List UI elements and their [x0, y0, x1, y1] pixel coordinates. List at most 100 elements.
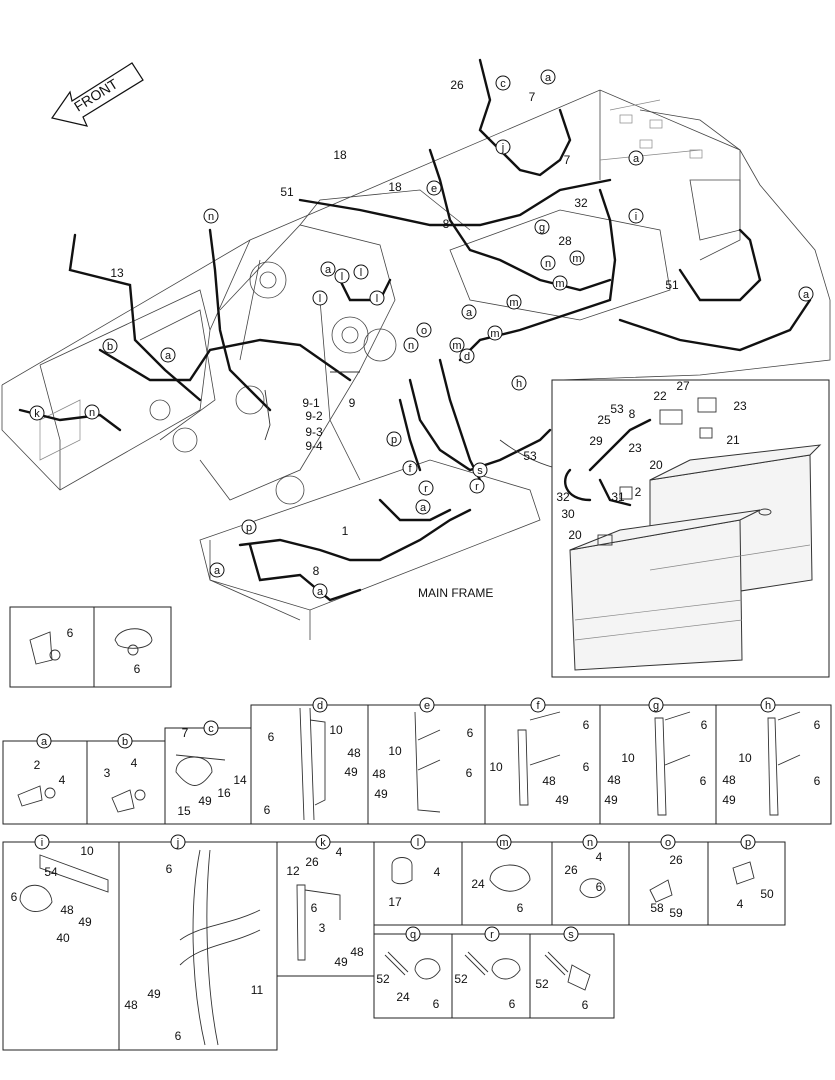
- callout-m: m: [490, 328, 499, 340]
- detail-b-header-circle: [117, 733, 133, 749]
- detail-i-part-6: 6: [11, 890, 18, 904]
- callout-18: 18: [388, 180, 402, 194]
- callout-m: m: [572, 253, 581, 265]
- detail-k-part-12: 12: [286, 864, 300, 878]
- detail-s-part-52: 52: [535, 977, 549, 991]
- detail-g-part-49: 49: [604, 793, 618, 807]
- detail-h-part-10: 10: [738, 751, 752, 765]
- detail-g-part-6: 6: [701, 718, 708, 732]
- detail-g-part-6: 6: [700, 774, 707, 788]
- detail-k-part-26: 26: [305, 855, 319, 869]
- detail-i-part-10: 10: [80, 844, 94, 858]
- callout-n-circle: [403, 337, 419, 353]
- detail-c-part-14: 14: [233, 773, 247, 787]
- detail-j-part-48: 48: [124, 998, 138, 1012]
- main-frame-label: MAIN FRAME: [418, 586, 493, 600]
- callout-l-circle: [334, 268, 350, 284]
- callout-13: 13: [110, 266, 124, 280]
- detail-s-part-6: 6: [582, 998, 589, 1012]
- battery-inset: [551, 379, 830, 678]
- detail-q-part-52: 52: [376, 972, 390, 986]
- callout-a: a: [466, 307, 473, 319]
- detail-a-part-2: 2: [34, 758, 41, 772]
- callout-p-circle: [241, 519, 257, 535]
- detail-h-header: h: [765, 700, 771, 712]
- detail-g-part-48: 48: [607, 773, 621, 787]
- detail-k-header: k: [320, 837, 326, 849]
- callout-j: j: [501, 142, 504, 154]
- callout-r: r: [424, 483, 428, 495]
- callout-p: p: [391, 434, 397, 446]
- callout-a: a: [325, 264, 332, 276]
- callout-n-circle: [540, 255, 556, 271]
- callout-m: m: [509, 297, 518, 309]
- callout-53: 53: [523, 449, 537, 463]
- callout-a-circle: [312, 583, 328, 599]
- detail-l-header: l: [417, 837, 419, 849]
- detail-n-part-6: 6: [596, 880, 603, 894]
- detail-p-part-50: 50: [760, 887, 774, 901]
- callout-9-4: 9-4: [305, 439, 323, 453]
- detail-n-header: n: [587, 837, 593, 849]
- detail-f-part-48: 48: [542, 774, 556, 788]
- detail-d-part-10: 10: [329, 723, 343, 737]
- detail-d-header: d: [317, 700, 323, 712]
- callout-n: n: [408, 340, 414, 352]
- callout-n: n: [89, 407, 95, 419]
- detail-g-header-circle: [648, 697, 664, 713]
- callout-7: 7: [564, 153, 571, 167]
- detail-c-header: c: [208, 723, 214, 735]
- callout-j-circle: [495, 139, 511, 155]
- callout-m-circle: [449, 337, 465, 353]
- detail-r-header-circle: [484, 926, 500, 942]
- callout-l: l: [341, 271, 343, 283]
- callout-n: n: [208, 211, 214, 223]
- detail-c-header-circle: [203, 720, 219, 736]
- detail-i-part-49: 49: [78, 915, 92, 929]
- detail-s-header-circle: [563, 926, 579, 942]
- detail-e-part-6: 6: [467, 726, 474, 740]
- callout-n-circle: [84, 404, 100, 420]
- callout-h: h: [516, 378, 522, 390]
- detail-e-part-49: 49: [374, 787, 388, 801]
- detail-i-part-40: 40: [56, 931, 70, 945]
- inset-callout-8: 8: [629, 407, 636, 421]
- detail-p-header-circle: [740, 834, 756, 850]
- detail-f-header-circle: [530, 697, 546, 713]
- callout-a-circle: [461, 304, 477, 320]
- callout-r-circle: [469, 478, 485, 494]
- callout-a-circle: [209, 562, 225, 578]
- callout-18: 18: [333, 148, 347, 162]
- detail-j-part-49: 49: [147, 987, 161, 1001]
- inset-callout-25: 25: [597, 413, 611, 427]
- callout-m-circle: [487, 325, 503, 341]
- detail-m-part-6: 6: [517, 901, 524, 915]
- detail-e-part-10: 10: [388, 744, 402, 758]
- detail-h-part-48: 48: [722, 773, 736, 787]
- inset-callout-53: 53: [610, 402, 624, 416]
- callout-a: a: [633, 153, 640, 165]
- detail-a-header: a: [41, 736, 48, 748]
- callout-p: p: [246, 522, 252, 534]
- callout-a-circle: [415, 499, 431, 515]
- callout-s-circle: [472, 462, 488, 478]
- detail-k-part-6: 6: [311, 901, 318, 915]
- callout-7: 7: [529, 90, 536, 104]
- detail-f-part-6: 6: [583, 760, 590, 774]
- callout-e: e: [431, 183, 437, 195]
- callout-p-circle: [386, 431, 402, 447]
- callout-d: d: [464, 351, 470, 363]
- front-arrow: FRONT: [51, 62, 144, 127]
- callout-l: l: [376, 293, 378, 305]
- detail-l-part-17: 17: [388, 895, 402, 909]
- callout-f: f: [408, 463, 412, 475]
- callout-g-circle: [534, 219, 550, 235]
- callout-l: l: [360, 267, 362, 279]
- callout-8: 8: [313, 564, 320, 578]
- callout-9: 9: [349, 396, 356, 410]
- callout-m-circle: [569, 250, 585, 266]
- callout-a-circle: [160, 347, 176, 363]
- callout-9-1: 9-1: [302, 396, 320, 410]
- detail-l-part-4: 4: [434, 865, 441, 879]
- detail-b-part-3: 3: [104, 766, 111, 780]
